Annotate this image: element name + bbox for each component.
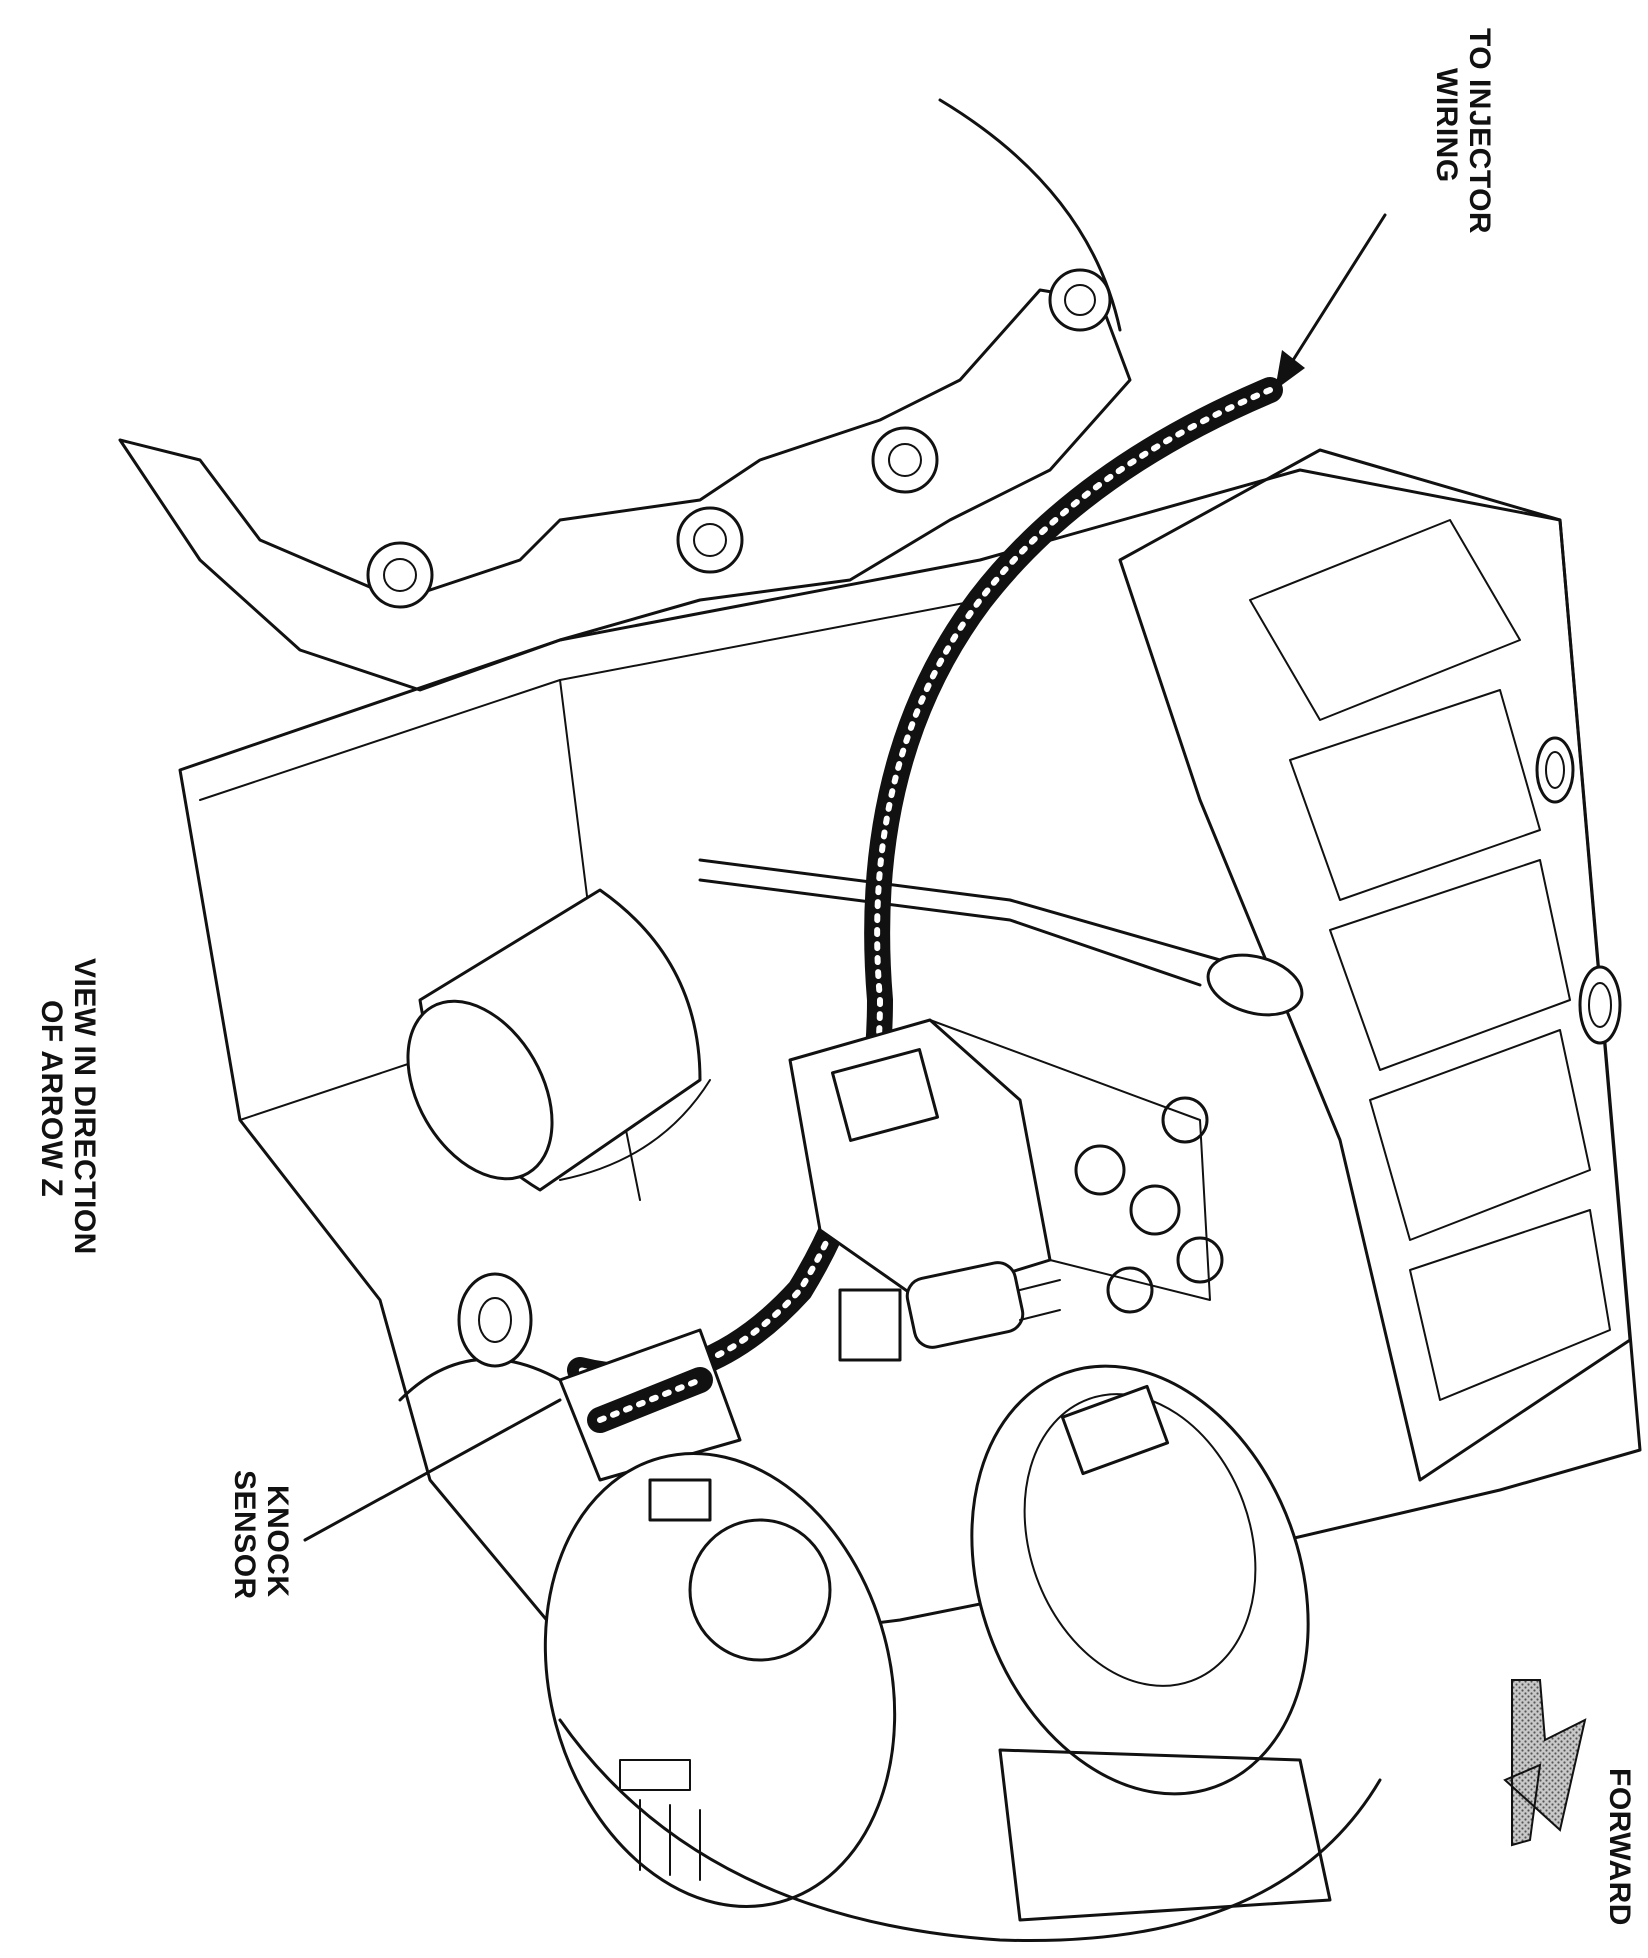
distributor [788, 1018, 1224, 1314]
oil-pressure-switch [838, 1261, 1061, 1362]
forward-arrow-icon [1503, 1679, 1587, 1847]
injector-leader [1275, 213, 1387, 390]
valve-cover [1118, 448, 1632, 1482]
knock-label-line1: KNOCK [261, 1485, 294, 1598]
view-label-line2: OF ARROW Z [35, 1000, 68, 1197]
upper-bracket [118, 268, 1132, 692]
accessory-belt [558, 1718, 1382, 1943]
bracket-bolt-4 [1048, 268, 1112, 332]
knock-sensor [398, 1272, 742, 1482]
cover-grommet-2 [1578, 965, 1622, 1045]
knock-leader [303, 1398, 562, 1542]
dipstick [698, 858, 1304, 1017]
alternator [970, 1364, 1332, 1922]
ac-compressor [543, 1452, 897, 1908]
injector-harness [567, 377, 1283, 1390]
bracket-bolt-2 [676, 506, 744, 574]
view-label-line1: VIEW IN DIRECTION [68, 958, 101, 1255]
injector-label-line1: TO INJECTOR [1463, 28, 1496, 234]
bracket-bolt-1 [366, 541, 434, 609]
oil-filter [406, 888, 711, 1192]
bracket-bolt-3 [871, 426, 939, 494]
forward-label: FORWARD [1603, 1768, 1636, 1926]
cover-grommet-1 [1535, 736, 1575, 804]
knock-label-line2: SENSOR [228, 1470, 261, 1600]
injector-label-line2: WIRING [1430, 68, 1463, 183]
